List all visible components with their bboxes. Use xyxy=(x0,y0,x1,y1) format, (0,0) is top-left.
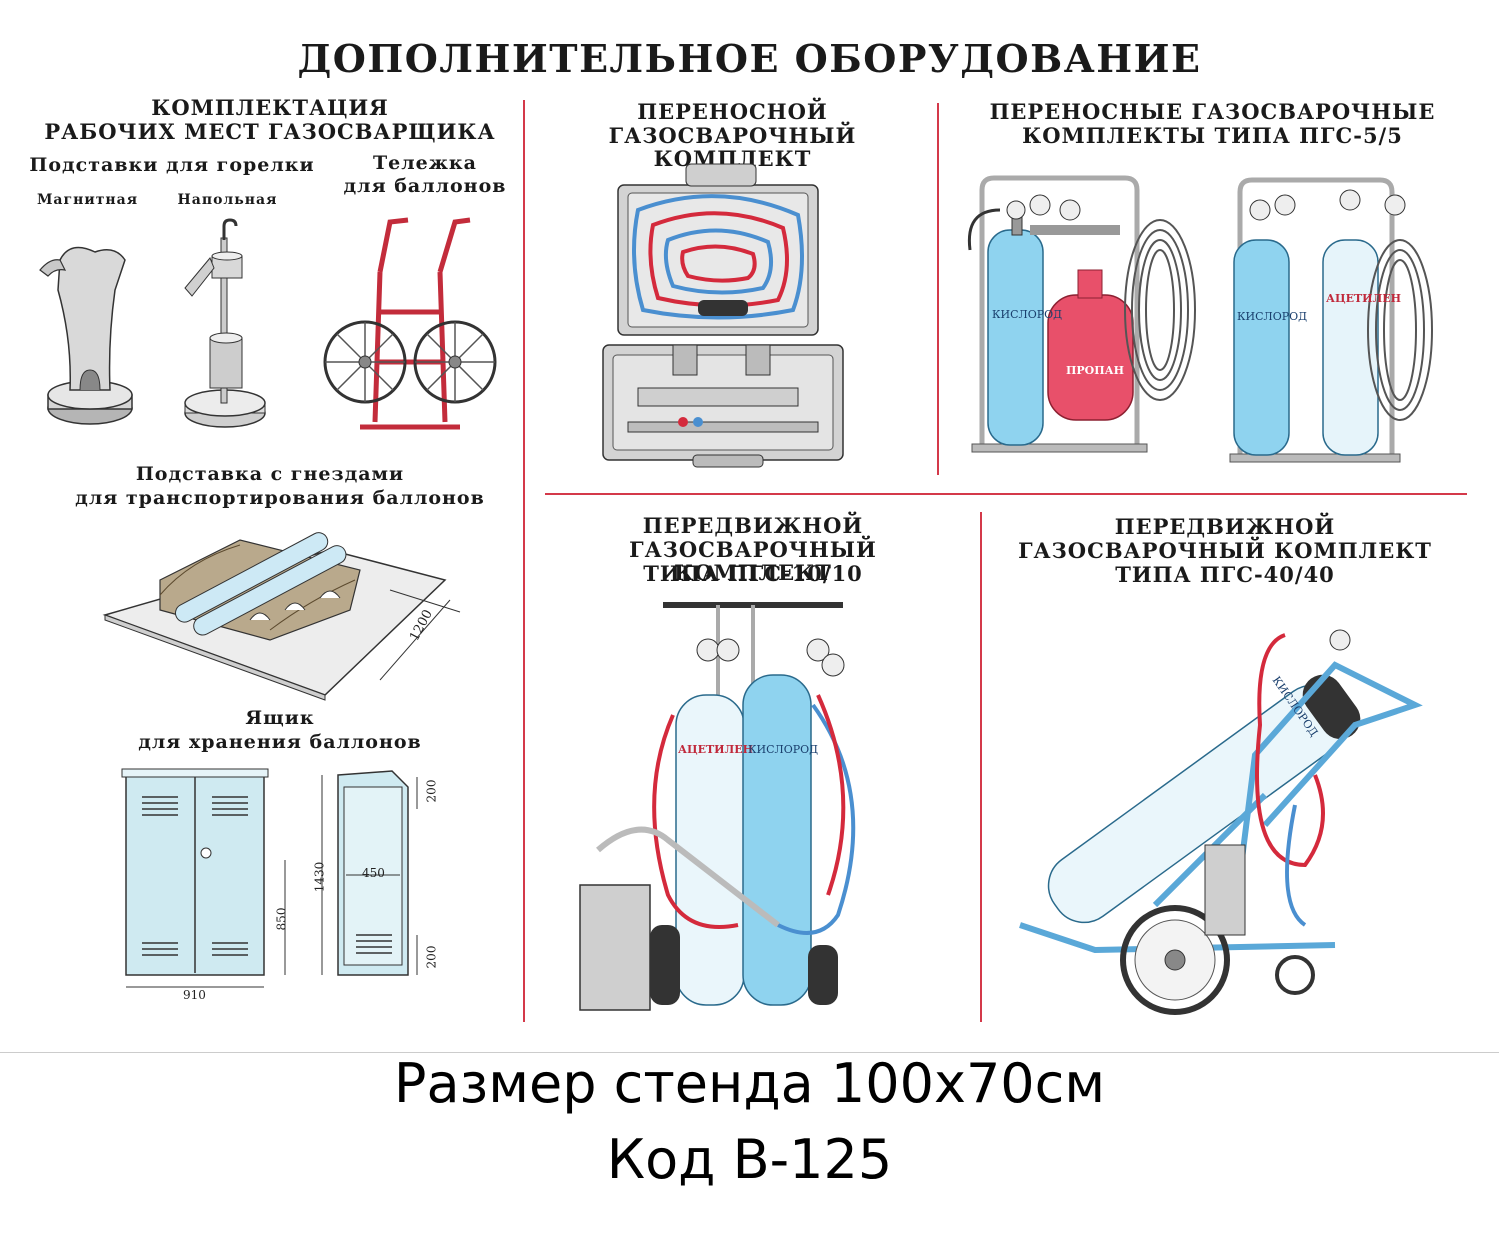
divider-horizontal xyxy=(545,493,1467,495)
stand-size-caption: Размер стенда 100х70см xyxy=(393,1052,1106,1115)
box-width-label: 910 xyxy=(183,988,206,1002)
pgs55-acetylene-label: АЦЕТИЛЕН xyxy=(1326,292,1402,305)
pgs4040-heading-line2: ГАЗОСВАРОЧНЫЙ КОМПЛЕКТ xyxy=(1018,538,1432,563)
pgs1010-heading-line2: ГАЗОСВАРОЧНЫЙ КОМПЛЕКТ xyxy=(629,537,877,585)
box-vent-top-label: 200 xyxy=(424,779,439,803)
pgs1010-oxygen-label: КИСЛОРОД xyxy=(748,743,819,756)
stand-code-caption: Код В-125 xyxy=(606,1128,893,1191)
pgs1010-kit-illustration xyxy=(579,602,856,1011)
pgs1010-heading-line1: ПЕРЕДВИЖНОЙ xyxy=(642,513,864,538)
left-heading-line1: КОМПЛЕКТАЦИЯ xyxy=(151,95,389,120)
floor-label: Напольная xyxy=(177,192,278,208)
pgs4040-heading-line3: ТИПА ПГС-40/40 xyxy=(1115,562,1335,587)
cylinder-trolley-illustration xyxy=(323,217,497,430)
box-depth-label: 450 xyxy=(362,866,385,880)
torch-stands-label: Подставки для горелки xyxy=(29,154,315,176)
pgs55-right-oxygen-label: КИСЛОРОД xyxy=(1237,310,1308,323)
magnetic-stand-illustration xyxy=(39,246,133,425)
pgs4040-kit-illustration xyxy=(1019,629,1423,1015)
trolley-label-line2: для баллонов xyxy=(343,175,507,197)
divider-vertical-bottom xyxy=(980,512,982,1022)
pgs55-heading-line2: КОМПЛЕКТЫ ТИПА ПГС-5/5 xyxy=(1022,123,1403,148)
pgs55-kit-left-illustration xyxy=(967,175,1196,453)
pgs55-kit-right-illustration xyxy=(1229,177,1433,463)
box-label-line1: Ящик xyxy=(245,707,315,729)
poster: ДОПОЛНИТЕЛЬНОЕ ОБОРУДОВАНИЕ КОМПЛЕКТАЦИЯ… xyxy=(0,36,1499,1053)
storage-box-front-illustration xyxy=(121,768,286,988)
storage-box-side-illustration xyxy=(321,770,418,976)
trolley-label-line1: Тележка xyxy=(373,152,477,174)
rack-label-line1: Подставка с гнездами xyxy=(135,463,405,485)
pgs1010-heading-line3: ТИПА ПГС-10/10 xyxy=(643,561,863,586)
divider-vertical-top xyxy=(937,103,939,475)
portable-kit-case-illustration xyxy=(602,163,844,468)
transport-rack-illustration xyxy=(102,532,461,701)
box-vent-bottom-label: 200 xyxy=(424,945,439,969)
portable-heading-line2: ГАЗОСВАРОЧНЫЙ КОМПЛЕКТ xyxy=(608,123,857,171)
rack-label-line2: для транспортирования баллонов xyxy=(75,487,485,509)
pgs55-propane-label: ПРОПАН xyxy=(1066,364,1124,377)
page-title: ДОПОЛНИТЕЛЬНОЕ ОБОРУДОВАНИЕ xyxy=(297,36,1202,81)
left-heading-line2: РАБОЧИХ МЕСТ ГАЗОСВАРЩИКА xyxy=(44,119,496,144)
portable-heading-line1: ПЕРЕНОСНОЙ xyxy=(637,99,828,124)
pgs55-heading-line1: ПЕРЕНОСНЫЕ ГАЗОСВАРОЧНЫЕ xyxy=(989,99,1436,124)
pgs4040-heading-line1: ПЕРЕДВИЖНОЙ xyxy=(1114,514,1336,539)
magnetic-label: Магнитная xyxy=(36,192,139,208)
floor-stand-illustration xyxy=(184,218,266,428)
box-total-height-label: 1430 xyxy=(312,861,327,893)
box-door-height-label: 850 xyxy=(274,907,289,931)
pgs1010-acetylene-label: АЦЕТИЛЕН xyxy=(678,743,754,756)
pgs55-left-oxygen-label: КИСЛОРОД xyxy=(992,308,1063,321)
box-label-line2: для хранения баллонов xyxy=(138,731,422,753)
divider-vertical-left xyxy=(523,100,525,1022)
